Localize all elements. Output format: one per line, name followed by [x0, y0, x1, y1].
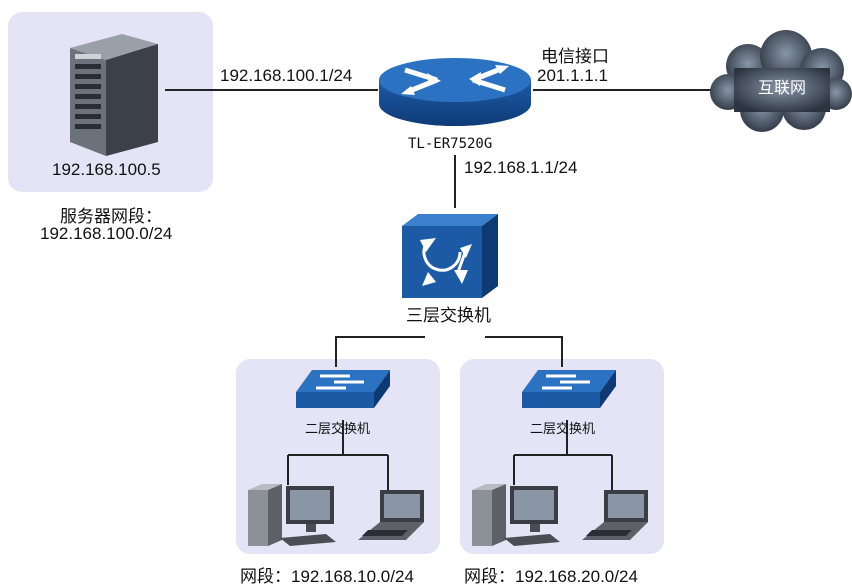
right-l2-switch-icon [522, 370, 616, 408]
router-wan-ip: 201.1.1.1 [537, 66, 608, 85]
right-segment-label: 网段：192.168.20.0/24 [464, 567, 638, 586]
core-switch-label: 三层交换机 [406, 306, 491, 325]
internet-cloud-icon [710, 30, 852, 132]
router-icon [379, 58, 531, 126]
left-laptop-icon [358, 490, 424, 540]
server-ip-label: 192.168.100.5 [52, 160, 161, 179]
router-model-label: TL-ER7520G [408, 136, 493, 152]
core-left-switch-link [335, 336, 425, 367]
server-segment-title: 服务器网段： [60, 207, 162, 226]
server-icon [70, 34, 158, 156]
router-server-port-ip: 192.168.100.1/24 [220, 66, 353, 85]
right-desktop-pc-icon [472, 484, 560, 546]
left-desktop-pc-icon [248, 484, 336, 546]
core-switch-icon [402, 214, 498, 298]
core-right-switch-link [485, 336, 563, 367]
left-l2-switch-icon [296, 370, 390, 408]
router-lan-ip: 192.168.1.1/24 [464, 158, 578, 177]
right-laptop-icon [582, 490, 648, 540]
router-wan-label: 电信接口 [541, 47, 609, 66]
left-segment-label: 网段：192.168.10.0/24 [240, 567, 414, 586]
right-l2-switch-label: 二层交换机 [530, 421, 596, 436]
internet-label: 互联网 [758, 80, 807, 97]
server-segment-label: 192.168.100.0/24 [40, 224, 173, 243]
left-l2-switch-label: 二层交换机 [305, 421, 371, 436]
